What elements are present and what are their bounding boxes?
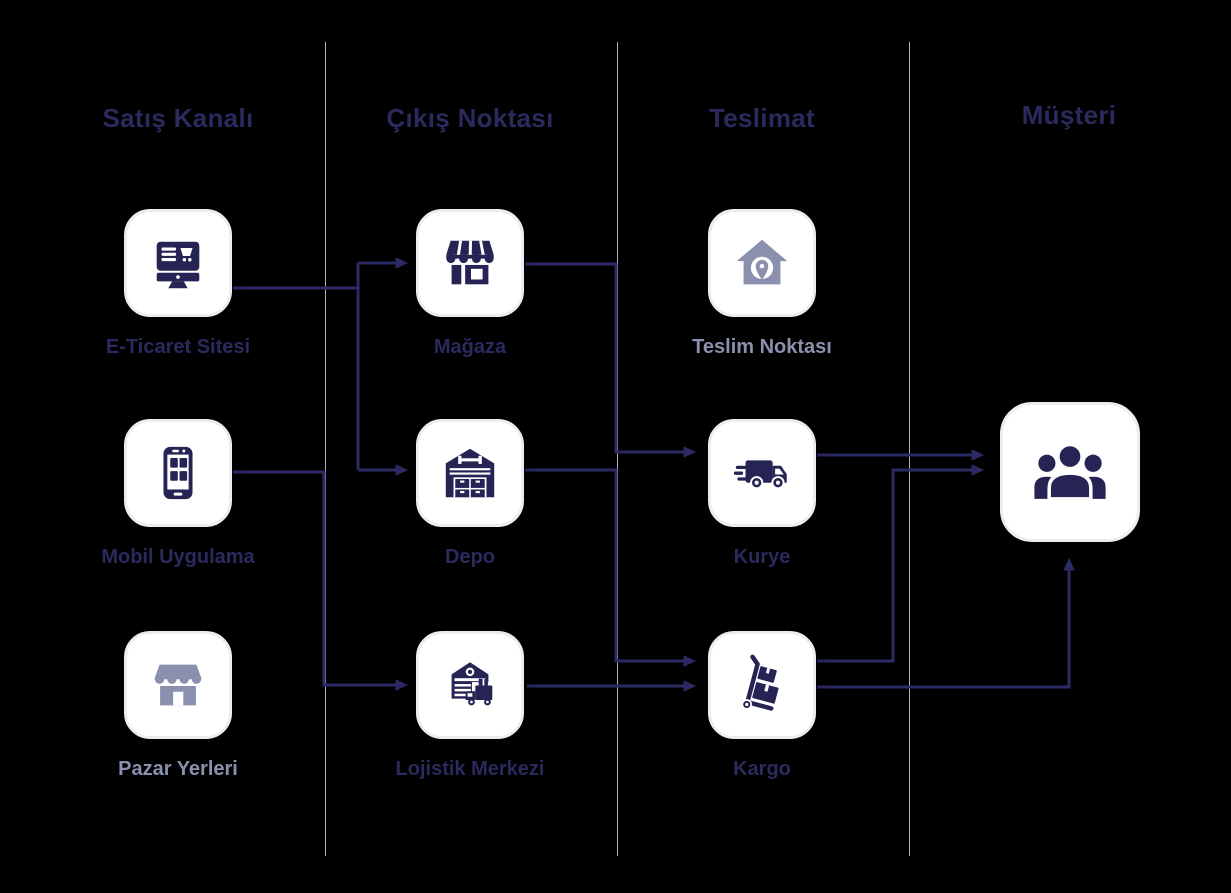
node-pazar-yerleri xyxy=(124,631,232,739)
node-e-ticaret-sitesi xyxy=(124,209,232,317)
node-label-teslim-noktasi: Teslim Noktası xyxy=(692,336,832,358)
column-dividers xyxy=(325,42,910,856)
node-label-lojistik-merkezi: Lojistik Merkezi xyxy=(395,758,545,780)
shop-storefront-icon xyxy=(446,240,494,285)
edge-kargo-musteri-bottom xyxy=(817,557,1075,689)
node-label-kurye: Kurye xyxy=(733,546,791,568)
node-mobil-uygulama xyxy=(124,419,232,527)
node-depo xyxy=(416,419,524,527)
node-label-mobil-uygulama: Mobil Uygulama xyxy=(101,546,255,568)
node-kurye xyxy=(708,419,816,527)
marketplace-awning-icon xyxy=(154,664,202,706)
node-label-magaza: Mağaza xyxy=(433,336,507,358)
node-kargo xyxy=(708,631,816,739)
delivery-van-icon xyxy=(733,460,787,490)
people-group-icon xyxy=(1034,442,1106,501)
desktop-cart-icon xyxy=(156,241,200,289)
node-magaza xyxy=(416,209,524,317)
node-musteri xyxy=(1000,402,1140,542)
node-label-e-ticaret-sitesi: E-Ticaret Sitesi xyxy=(105,336,251,358)
logistics-center-truck-icon xyxy=(451,662,495,707)
column-title-cikis-noktasi: Çıkış Noktası xyxy=(386,103,554,133)
node-teslim-noktasi xyxy=(708,209,816,317)
node-label-pazar-yerleri: Pazar Yerleri xyxy=(118,758,238,780)
node-label-kargo: Kargo xyxy=(733,758,791,780)
node-lojistik-merkezi xyxy=(416,631,524,739)
warehouse-boxes-icon xyxy=(445,448,495,498)
house-location-pin-icon xyxy=(736,239,788,285)
hand-truck-boxes-icon xyxy=(741,654,779,711)
column-title-satis-kanali: Satış Kanalı xyxy=(102,103,254,133)
column-title-musteri: Müşteri xyxy=(1021,100,1117,130)
column-title-teslimat: Teslimat xyxy=(709,103,815,133)
edge-mobil-lojistik xyxy=(233,470,409,691)
node-label-depo: Depo xyxy=(445,546,495,568)
smartphone-icon xyxy=(163,446,193,500)
